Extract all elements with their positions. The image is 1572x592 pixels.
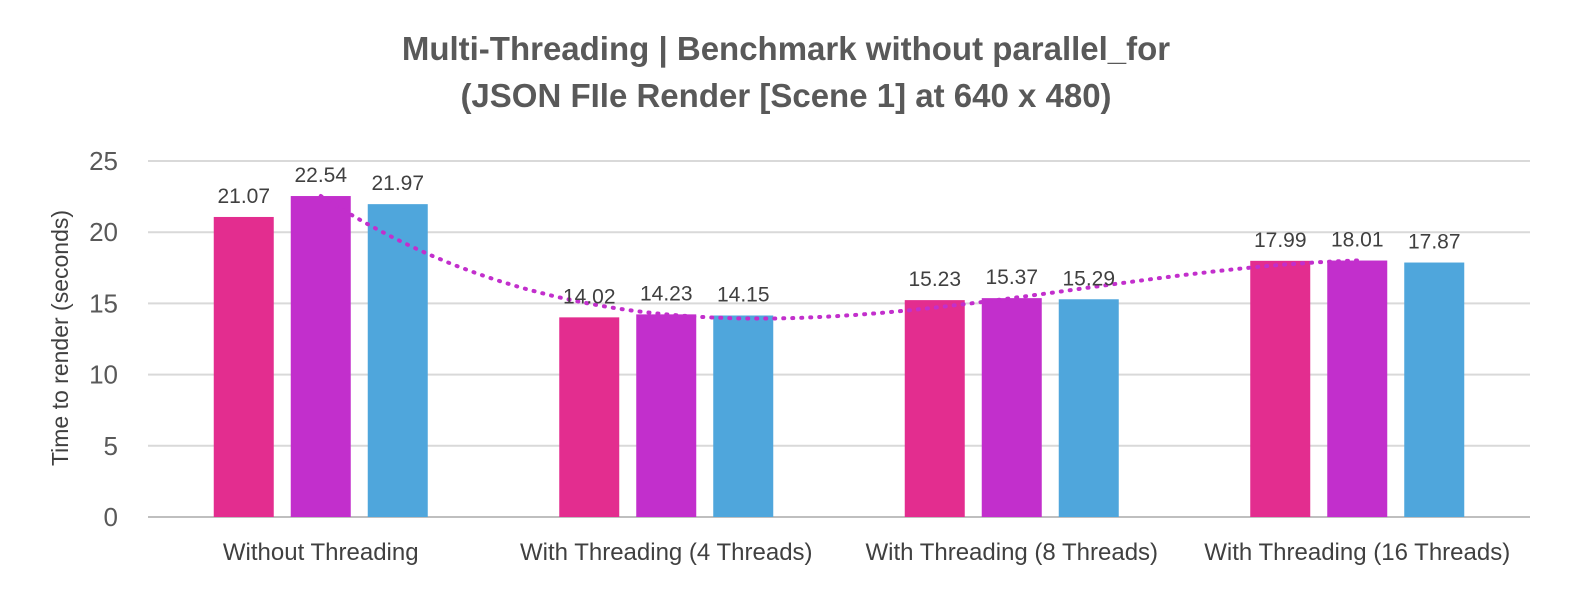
trendline-layer [318, 194, 1360, 321]
y-tick-label: 15 [89, 288, 118, 318]
x-category-label: Without Threading [223, 539, 419, 566]
x-category-label: With Threading (16 Threads) [1204, 539, 1510, 566]
x-axis-categories: Without Threading With Threading (4 Threa… [223, 539, 1510, 566]
bar [904, 300, 965, 517]
y-tick-label: 5 [104, 431, 118, 461]
bar [1404, 262, 1465, 517]
bar [559, 317, 620, 517]
bar [290, 196, 351, 517]
bar [981, 298, 1042, 517]
chart-title-line-2: (JSON FIle Render [Scene 1] at 640 x 480… [460, 77, 1111, 114]
data-label: 17.99 [1254, 229, 1307, 252]
x-category-label: With Threading (4 Threads) [520, 539, 813, 566]
bar [213, 216, 274, 517]
bar [636, 314, 697, 517]
bars [213, 196, 1465, 517]
bar [1327, 260, 1388, 517]
bar [367, 204, 428, 517]
data-label: 21.97 [371, 172, 424, 195]
data-label: 14.02 [563, 285, 616, 308]
y-axis-title: Time to render (seconds) [47, 210, 73, 466]
data-label: 15.23 [908, 268, 961, 291]
y-axis-ticks: 0 5 10 15 20 25 [89, 146, 118, 532]
chart-title: Multi-Threading | Benchmark without para… [402, 30, 1170, 114]
chart-title-line-1: Multi-Threading | Benchmark without para… [402, 30, 1170, 67]
data-label: 18.01 [1331, 229, 1384, 252]
gridlines [148, 160, 1530, 518]
data-label: 15.37 [985, 266, 1038, 289]
bar [1250, 260, 1311, 517]
data-label: 14.15 [717, 284, 770, 307]
data-labels: 21.07 14.02 15.23 17.99 22.54 14.23 15.37 18.01… [217, 164, 1460, 308]
data-label: 21.07 [217, 185, 270, 208]
data-label: 17.87 [1408, 231, 1461, 254]
y-tick-label: 20 [89, 217, 118, 247]
data-label: 22.54 [294, 164, 347, 187]
data-label: 14.23 [640, 282, 693, 305]
y-tick-label: 25 [89, 146, 118, 176]
bar [713, 315, 774, 517]
data-label: 15.29 [1062, 267, 1115, 290]
y-tick-label: 10 [89, 360, 118, 390]
bar [1058, 299, 1119, 517]
trendline [318, 194, 1360, 321]
y-tick-label: 0 [104, 502, 118, 532]
x-category-label: With Threading (8 Threads) [865, 539, 1158, 566]
